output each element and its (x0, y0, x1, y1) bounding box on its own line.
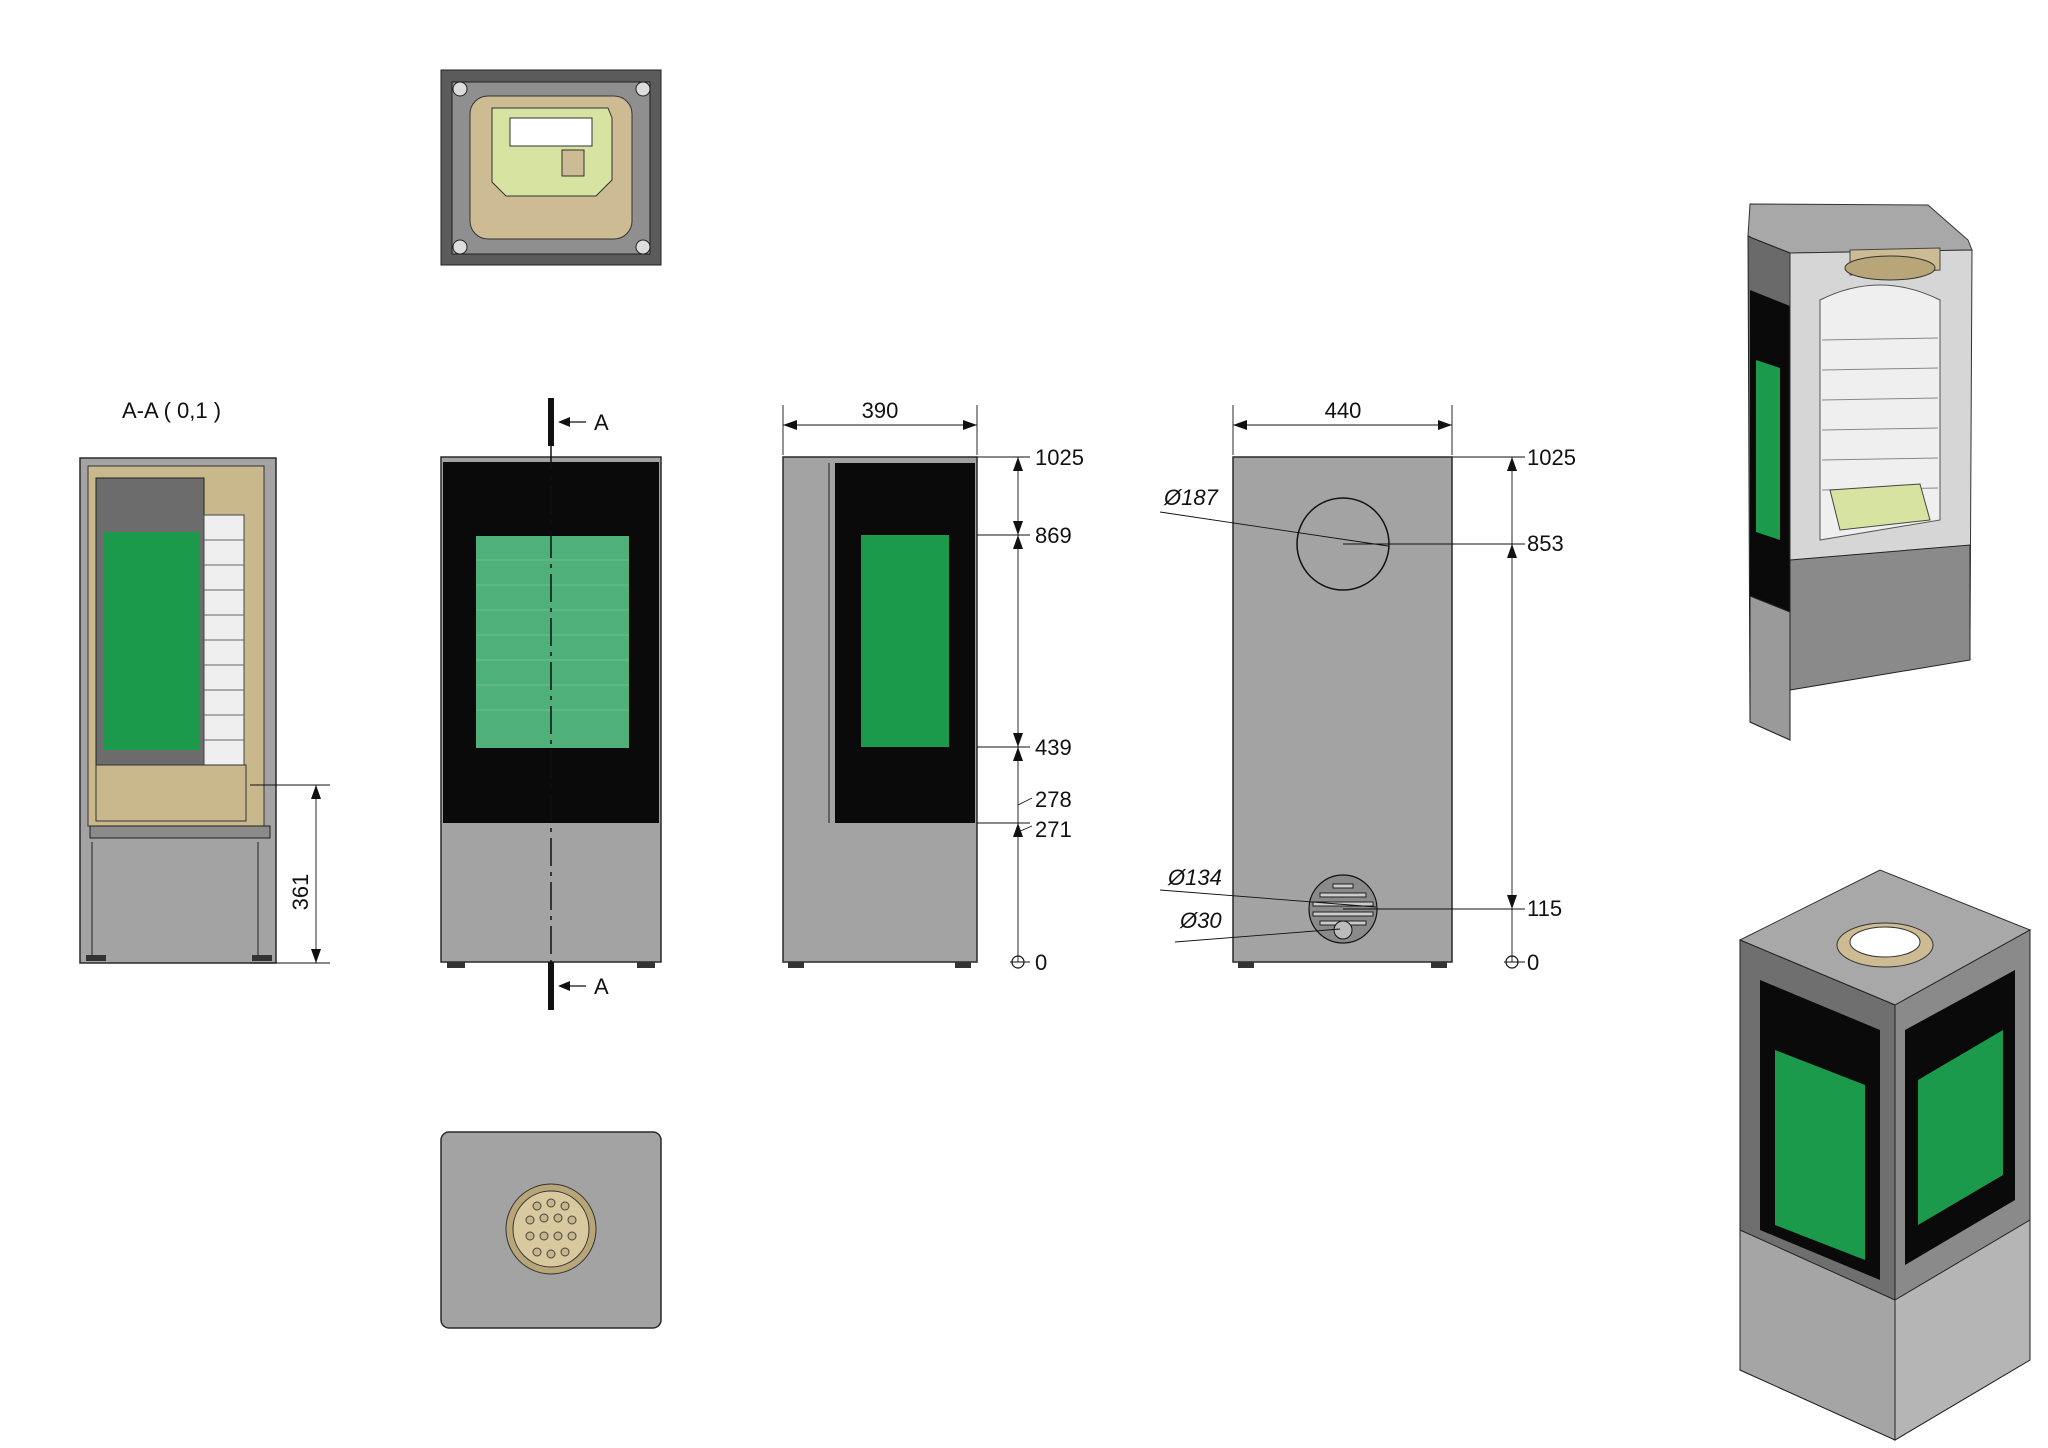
section-marker-bottom: A (594, 974, 609, 999)
side-height-278: 278 (1035, 787, 1072, 812)
side-height-dimensions: 1025 869 439 278 271 0 (977, 445, 1084, 975)
back-height-853: 853 (1527, 531, 1564, 556)
section-height-value: 361 (288, 874, 313, 911)
diameter-134: Ø134 (1167, 865, 1222, 890)
isometric-exterior-view (1738, 869, 2032, 1441)
side-width-value: 390 (862, 398, 899, 423)
section-height-dimension: 361 (250, 784, 330, 964)
isometric-cutaway-view (1747, 203, 1973, 741)
back-height-0: 0 (1527, 950, 1539, 975)
section-label: A-A ( 0,1 ) (122, 398, 221, 423)
section-view (79, 457, 277, 964)
side-height-0: 0 (1035, 950, 1047, 975)
diameter-187: Ø187 (1163, 485, 1219, 510)
firebrick-lines (204, 539, 244, 741)
side-height-439: 439 (1035, 735, 1072, 760)
side-height-869: 869 (1035, 523, 1072, 548)
diameter-callouts: Ø187 Ø134 Ø30 (1159, 485, 1389, 943)
back-width-value: 440 (1325, 398, 1362, 423)
back-width-dimension: 440 (1232, 398, 1453, 455)
side-height-271: 271 (1035, 817, 1072, 842)
bottom-plan-view (440, 1131, 662, 1329)
side-view (782, 456, 978, 968)
side-width-dimension: 390 (782, 398, 978, 455)
diameter-30: Ø30 (1179, 908, 1222, 933)
front-view (440, 398, 662, 1010)
side-height-1025: 1025 (1035, 445, 1084, 470)
top-plan-view (440, 69, 662, 266)
back-height-115: 115 (1527, 896, 1562, 921)
back-view (1232, 456, 1453, 968)
section-marker-top: A (594, 410, 609, 435)
back-height-1025: 1025 (1527, 445, 1576, 470)
